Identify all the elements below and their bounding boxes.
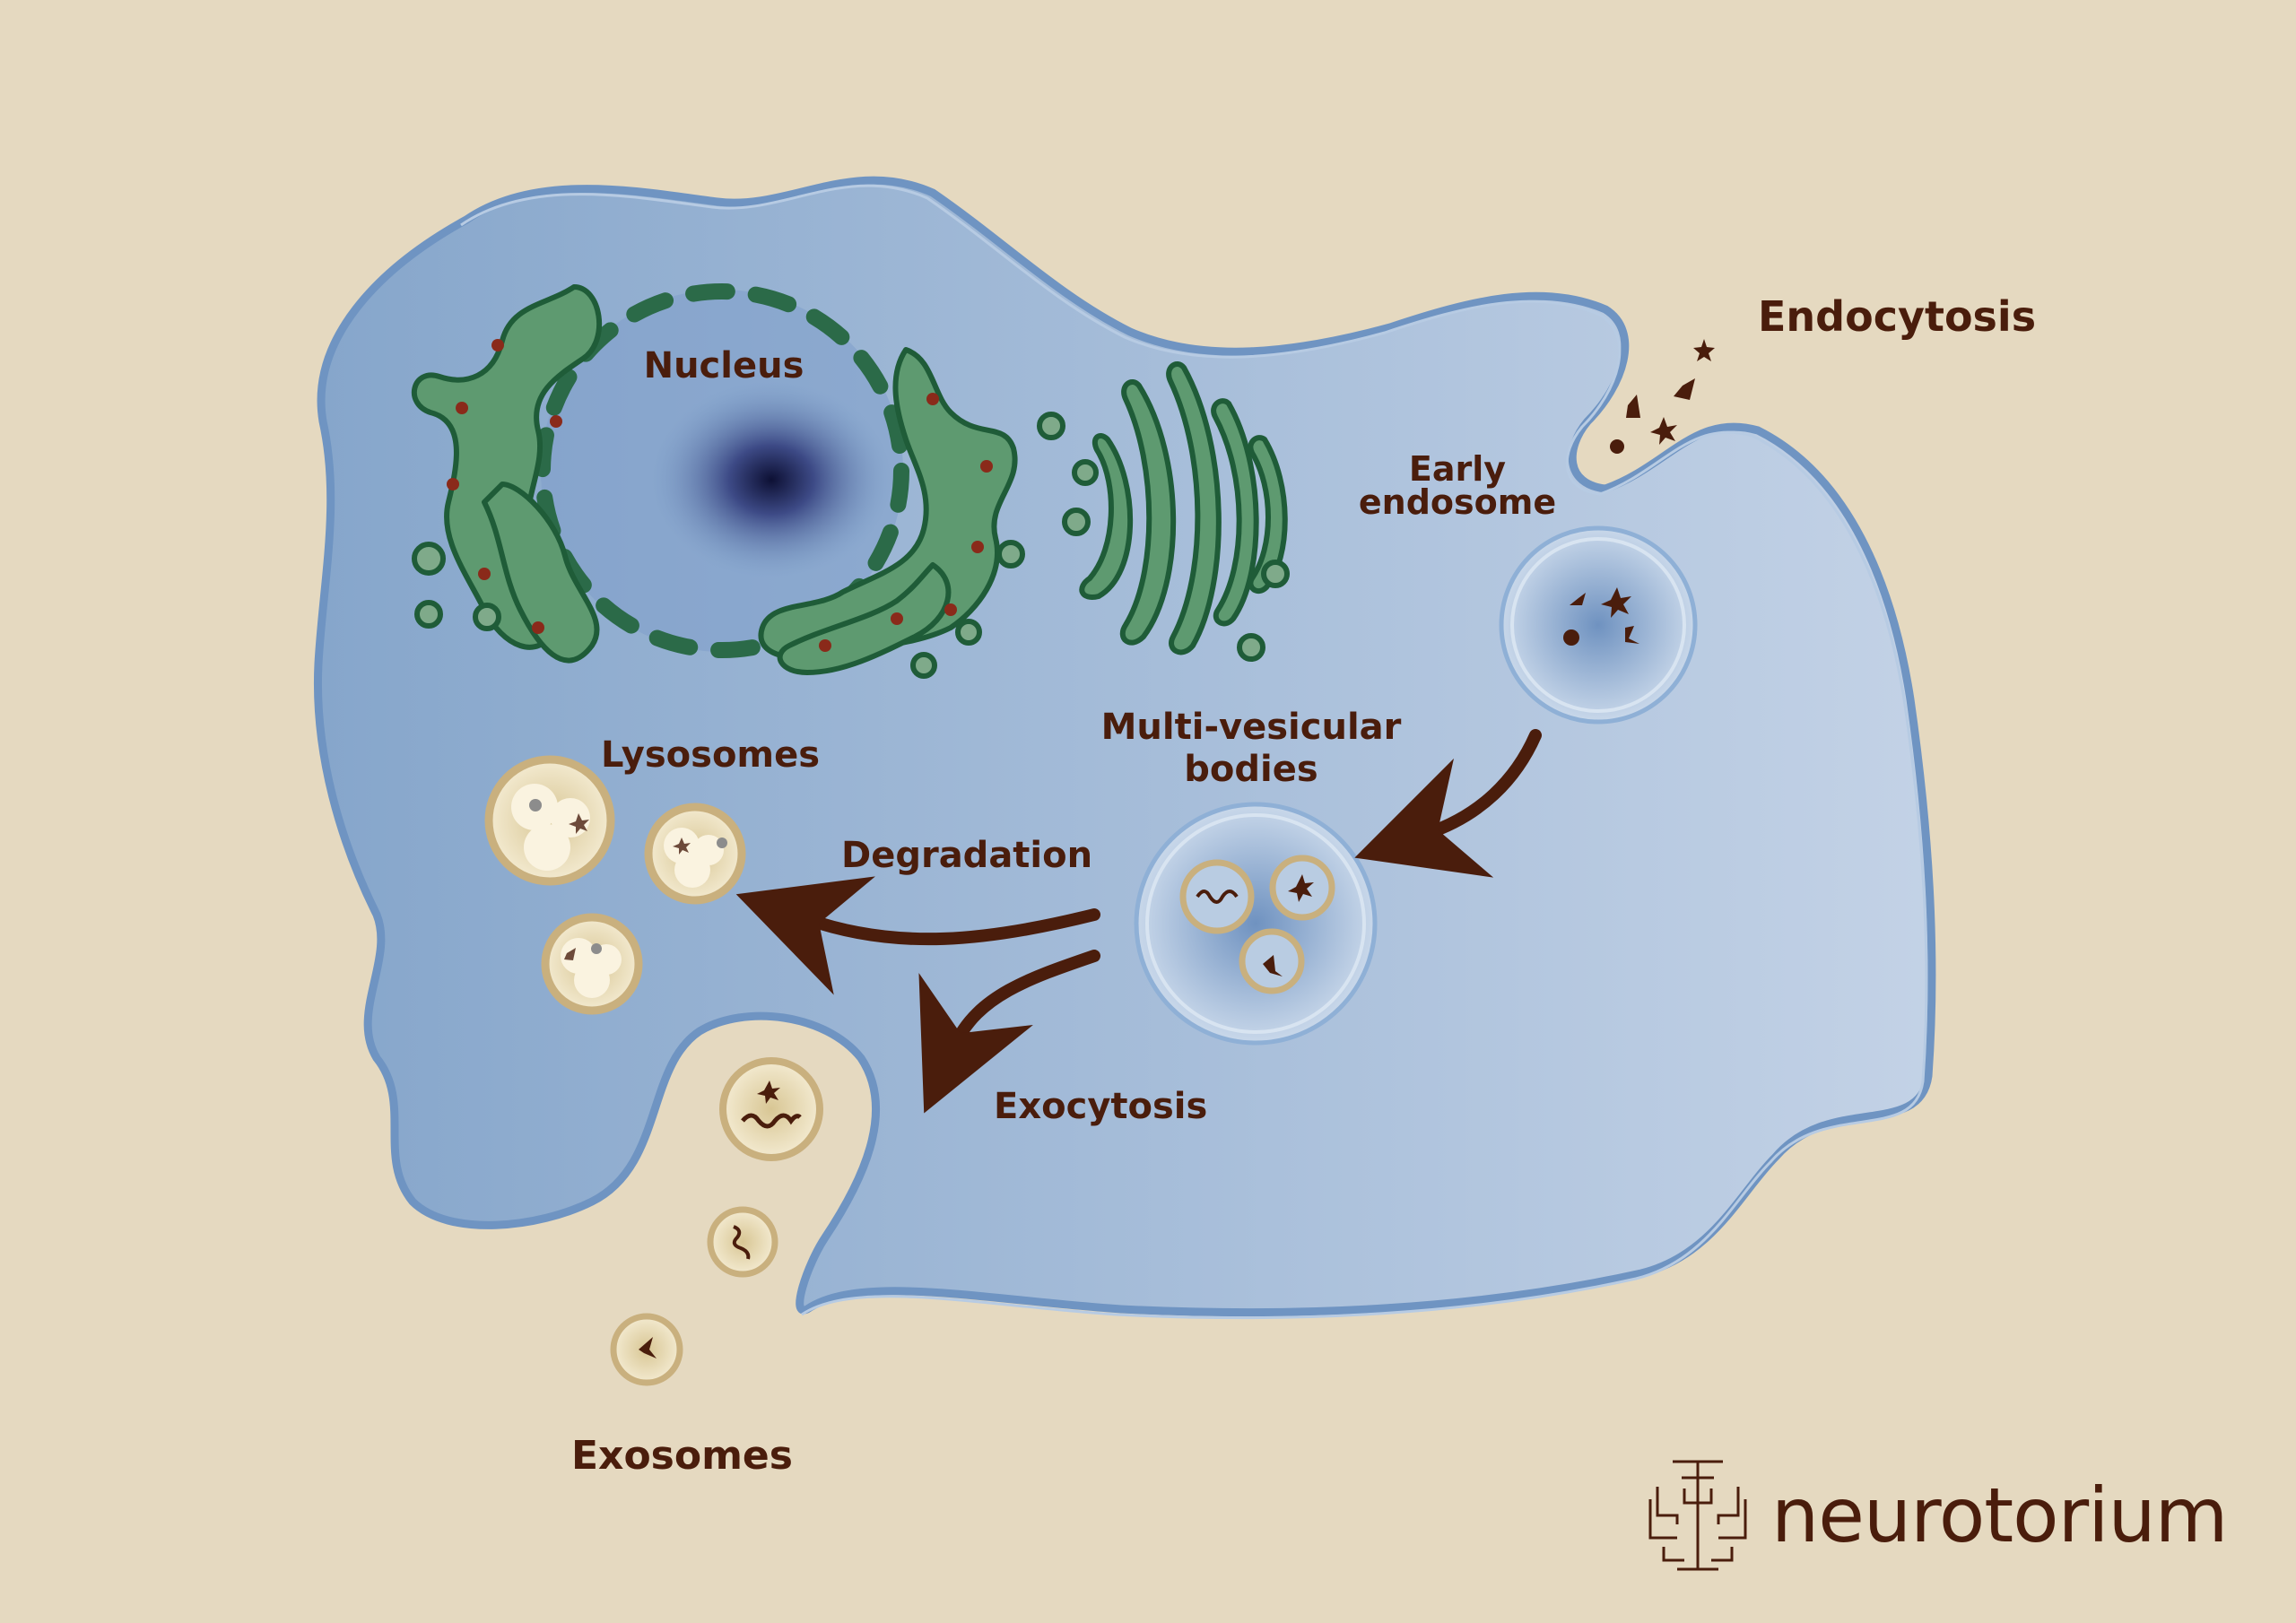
endoplasmic-reticulum — [412, 284, 1018, 675]
label-nucleus: Nucleus — [643, 345, 804, 386]
lysosome — [484, 755, 615, 886]
label-endocytosis: Endocytosis — [1758, 292, 2037, 341]
cargo-molecules-endosome — [1563, 587, 1639, 646]
label-early-endosome-line2: endosome — [1358, 482, 1557, 522]
cargo-molecules-endocytosis — [1610, 339, 1715, 454]
nucleus — [535, 283, 909, 658]
lysosome — [541, 913, 643, 1015]
label-lysosomes: Lysosomes — [601, 734, 821, 776]
small-vesicles — [412, 412, 1290, 679]
ribosome-dots — [447, 339, 993, 652]
cell-membrane-inner — [460, 184, 1928, 1320]
label-early-endosome-line1: Early — [1408, 449, 1507, 489]
label-exosomes: Exosomes — [571, 1433, 793, 1479]
label-exocytosis: Exocytosis — [994, 1086, 1208, 1127]
exosome — [707, 1206, 778, 1278]
arrow-exocytosis — [918, 950, 1100, 1114]
multivesicular-body — [1134, 802, 1378, 1046]
exosome — [610, 1313, 683, 1386]
early-endosome — [1499, 525, 1698, 725]
arrow-degradation — [735, 876, 1100, 995]
arrow-to-mvb — [1354, 729, 1542, 878]
golgi-apparatus — [1079, 361, 1288, 655]
lysosome — [644, 803, 746, 905]
exosome — [719, 1057, 823, 1161]
brand: neurotorium — [1646, 1453, 2229, 1578]
tree-logo-icon — [1648, 1460, 1747, 1571]
brand-name: neurotorium — [1771, 1471, 2229, 1559]
label-multivesicular-line2: bodies — [1184, 749, 1318, 790]
label-multivesicular-line1: Multi-vesicular — [1100, 707, 1402, 748]
label-degradation: Degradation — [841, 835, 1093, 876]
